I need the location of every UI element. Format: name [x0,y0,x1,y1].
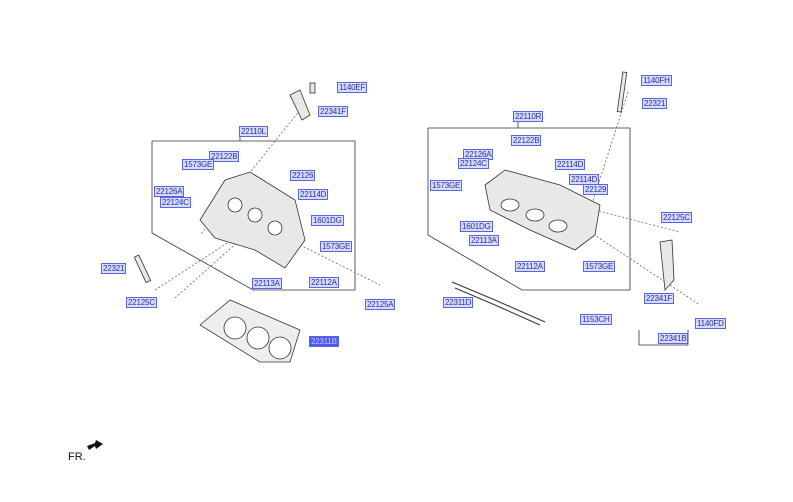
callout-1153CH[interactable]: 1153CH [580,314,612,325]
callout-22114D-left[interactable]: 22114D [298,189,329,200]
callout-22125C-left[interactable]: 22125C [126,297,157,308]
callout-1140FH[interactable]: 1140FH [641,75,672,86]
callout-22129[interactable]: 22129 [583,184,609,195]
callout-22122B-right[interactable]: 22122B [511,135,542,146]
callout-22125A[interactable]: 22125A [365,299,396,310]
callout-22112A-left[interactable]: 22112A [309,277,339,288]
callout-22124C-left[interactable]: 22124C [160,197,191,208]
callout-22125C-right[interactable]: 22125C [661,212,692,223]
callout-22321-right[interactable]: 22321 [642,98,668,109]
left-head-gasket [199,299,301,363]
callout-22321-left[interactable]: 22321 [101,263,127,274]
callout-22110L[interactable]: 22110L [239,126,268,137]
left-head-frame [151,140,356,291]
right-head-frame [427,127,631,291]
callout-22126[interactable]: 22126 [290,170,316,181]
callout-1573GE-right-top[interactable]: 1573GE [430,180,463,191]
callout-22341F-right[interactable]: 22341F [644,293,674,304]
right-cylinder-head [484,71,675,291]
left-cylinder-head [133,82,316,284]
callout-1573GE-left-bottom[interactable]: 1573GE [320,241,353,252]
callout-1573GE-left-top[interactable]: 1573GE [182,159,215,170]
callout-22311D[interactable]: 22311D [443,297,474,308]
callout-1573GE-right-bottom[interactable]: 1573GE [583,261,616,272]
front-arrow-icon [87,440,103,450]
callout-22341B[interactable]: 22341B [658,333,689,344]
callout-1601DG-left[interactable]: 1601DG [311,215,344,226]
callout-22113A-right[interactable]: 22113A [469,235,499,246]
callout-22124C-right[interactable]: 22124C [458,158,489,169]
callout-22112A-right[interactable]: 22112A [515,261,545,272]
callout-22122B-left[interactable]: 22122B [209,151,240,162]
callout-22341F-left[interactable]: 22341F [318,106,348,117]
callout-22126A-left[interactable]: 22126A [154,186,185,197]
callout-1140FD[interactable]: 1140FD [695,318,726,329]
front-direction-label: FR. [68,451,86,463]
callout-22114D-right-1[interactable]: 22114D [555,159,586,170]
callout-1140EF[interactable]: 1140EF [337,82,368,93]
callout-22113A-left[interactable]: 22113A [252,278,282,289]
callout-22110R[interactable]: 22110R [513,111,544,122]
callout-22311B-selected[interactable]: 22311B [309,336,339,347]
callout-1601DG-right[interactable]: 1601DG [460,221,493,232]
right-head-gasket [451,281,546,326]
